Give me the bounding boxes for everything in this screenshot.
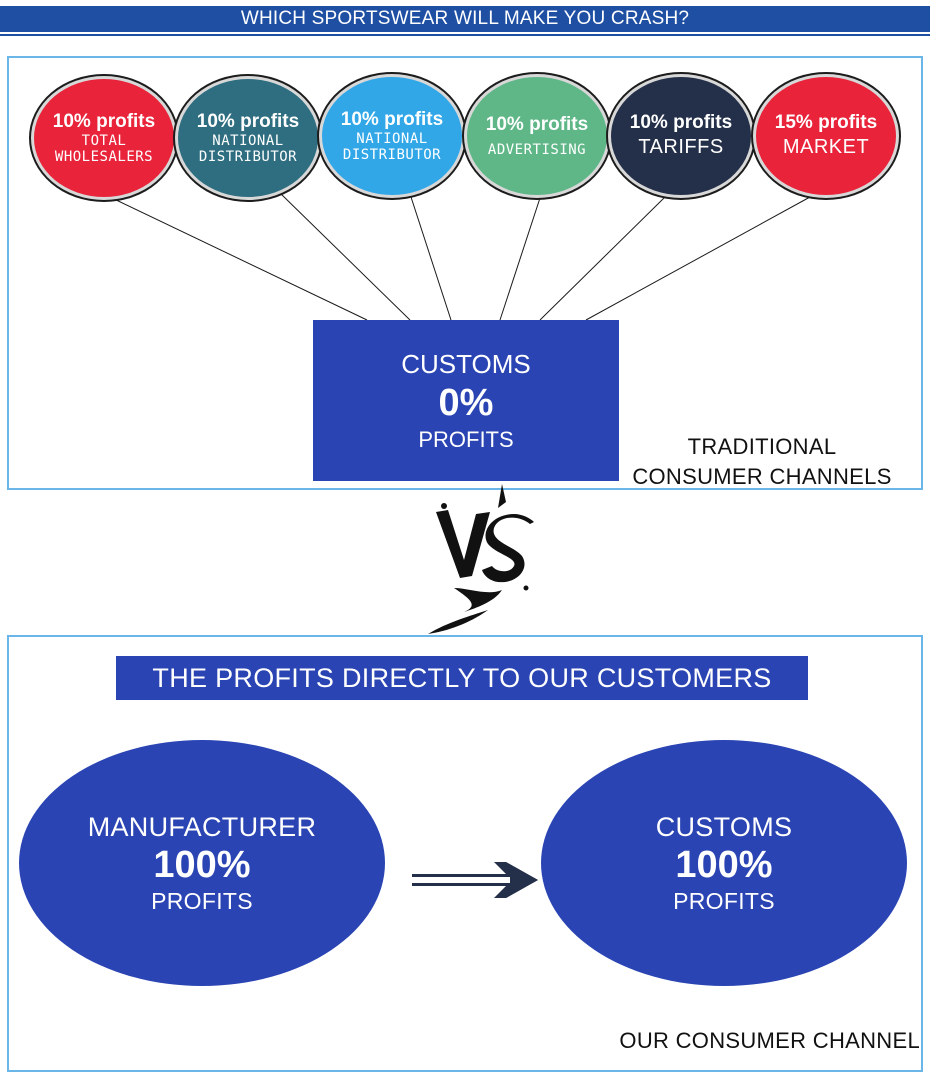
customs-profits: PROFITS [673, 888, 775, 914]
manufacturer-profits: PROFITS [151, 888, 253, 914]
circle-advertising: 10% profits ADVERTISING [464, 74, 610, 198]
connector-line [410, 196, 452, 321]
vs-graphic: VS [418, 484, 534, 634]
circle-national-distributor-2: 10% profits NATIONAL DISTRIBUTOR [319, 74, 465, 198]
connector-line [585, 196, 811, 321]
page-title: WHICH SPORTSWEAR WILL MAKE YOU CRASH? [240, 8, 690, 29]
manufacturer-ellipse: MANUFACTURER 100% PROFITS [19, 740, 385, 986]
circle-percent: 15% profits [774, 112, 878, 133]
circle-percent: 10% profits [52, 111, 156, 132]
circle-label: NATIONAL [212, 133, 284, 149]
traditional-label-line1: TRADITIONAL [687, 434, 837, 459]
our-channel-label: OUR CONSUMER CHANNEL [560, 1026, 920, 1056]
circle-label: DISTRIBUTOR [342, 147, 442, 163]
profits-banner-text: THE PROFITS DIRECTLY TO OUR CUSTOMERS [152, 663, 772, 693]
header-divider [0, 34, 930, 36]
vs-text: VS [418, 484, 439, 488]
customs-ellipse: CUSTOMS 100% PROFITS [541, 740, 907, 986]
circle-label: MARKET [782, 136, 870, 158]
circle-total-wholesalers: 10% profits TOTAL WHOLESALERS [31, 76, 177, 200]
circle-percent: 10% profits [485, 114, 589, 135]
profits-banner: THE PROFITS DIRECTLY TO OUR CUSTOMERS [116, 656, 808, 700]
customs-percent: 100% [675, 844, 773, 886]
circle-label: DISTRIBUTOR [198, 149, 298, 165]
circle-label: NATIONAL [356, 131, 428, 147]
circle-label: TARIFFS [638, 136, 724, 158]
traditional-channel-label: TRADITIONAL CONSUMER CHANNELS [612, 432, 912, 492]
circle-market: 15% profits MARKET [753, 74, 899, 198]
circle-percent: 10% profits [629, 112, 733, 133]
connector-line [539, 196, 666, 321]
circle-percent: 10% profits [196, 111, 300, 132]
circle-national-distributor-1: 10% profits NATIONAL DISTRIBUTOR [175, 76, 321, 200]
page-header: WHICH SPORTSWEAR WILL MAKE YOU CRASH? [0, 6, 930, 32]
our-channel-label-text: OUR CONSUMER CHANNEL [619, 1028, 920, 1053]
connector-line [499, 197, 541, 321]
circle-label: TOTAL [81, 133, 127, 149]
connector-line [279, 192, 411, 321]
traditional-label-line2: CONSUMER CHANNELS [632, 464, 892, 489]
customs-box-percent: 0% [438, 381, 494, 424]
circle-tariffs: 10% profits TARIFFS [608, 74, 754, 198]
circle-label: WHOLESALERS [54, 149, 154, 165]
manufacturer-title: MANUFACTURER [87, 812, 317, 842]
customs-box-title: CUSTOMS [401, 348, 531, 379]
manufacturer-percent: 100% [153, 844, 251, 886]
circle-label: ADVERTISING [487, 142, 587, 158]
circle-percent: 10% profits [340, 109, 444, 130]
customs-title: CUSTOMS [655, 812, 793, 842]
connector-line [111, 197, 368, 321]
customs-box-profits: PROFITS [418, 426, 514, 452]
arrow-right-icon [412, 862, 538, 898]
customs-box: CUSTOMS 0% PROFITS [313, 320, 619, 481]
